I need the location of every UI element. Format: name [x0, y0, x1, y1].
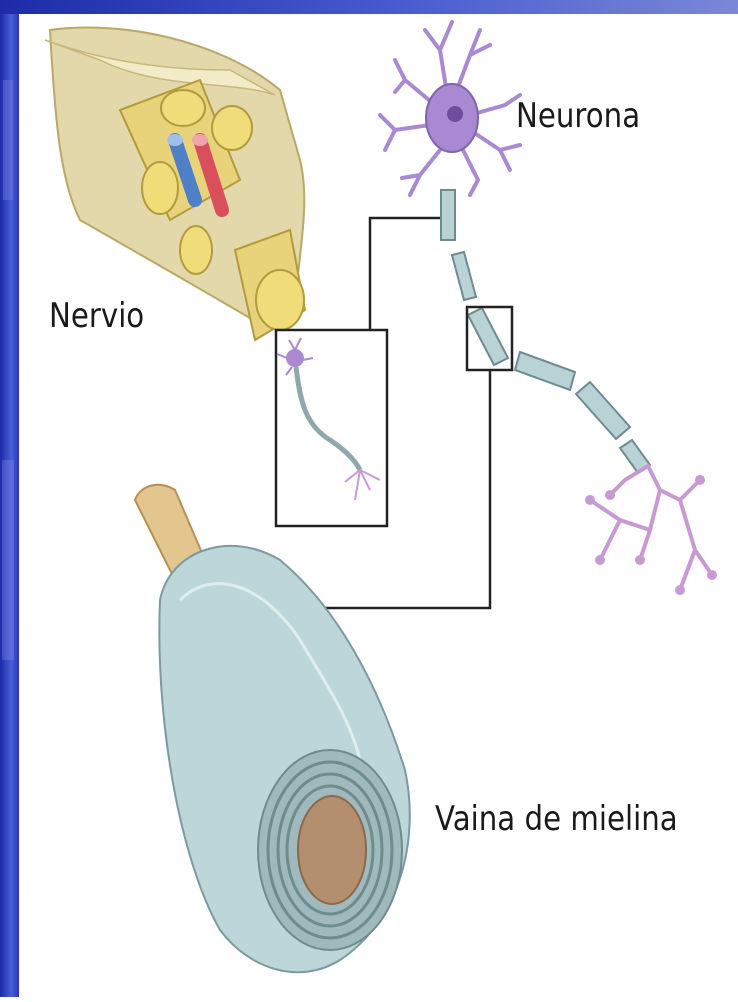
label-myelin-sheath: Vaina de mielina — [435, 799, 678, 839]
neuron-diagram — [19, 14, 738, 997]
nerve-bundle-illustration — [45, 28, 305, 341]
myelin-sheath-illustration — [135, 485, 410, 972]
slide-frame-top — [0, 0, 738, 14]
label-neuron: Neurona — [516, 96, 640, 136]
small-neuron-illustration — [277, 338, 380, 500]
slide-frame-left — [0, 0, 19, 997]
diagram-canvas: Neurona Nervio Vaina de mielina — [19, 14, 738, 997]
label-nerve: Nervio — [49, 296, 144, 336]
